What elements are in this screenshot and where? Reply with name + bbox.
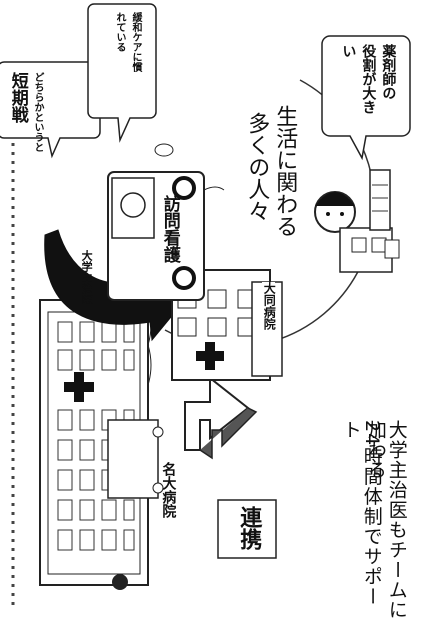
meidai-hospital-building	[40, 299, 163, 590]
label-people-1: 生活に関わる	[272, 105, 296, 237]
label-support: 24時間体制でサポート	[340, 420, 382, 626]
label-daido-hospital: 大同病院	[262, 282, 275, 330]
bubble-care-line1: 緩和ケアに慣	[130, 12, 141, 72]
label-univ-doctor: 大学主治医	[80, 250, 92, 305]
label-renkei: 連携	[236, 506, 260, 550]
bubble-short-term-line1: どちらかというと	[32, 72, 43, 152]
label-people-2: 多くの人々	[244, 112, 268, 222]
bubble-care-line2: れている	[114, 12, 125, 52]
bent-arrow	[185, 378, 256, 458]
label-meidai-hospital: 名大病院	[160, 462, 175, 518]
patient-figure	[315, 192, 355, 232]
bubble-pharm-line3: い	[340, 44, 355, 58]
label-visiting-nurse: 訪問看護	[160, 195, 179, 263]
bubble-pharm-line2: 役割が大き	[360, 44, 375, 114]
bubble-short-term-line2: 短期戦	[8, 72, 27, 123]
bubble-pharm-line1: 薬剤師の	[380, 44, 395, 100]
